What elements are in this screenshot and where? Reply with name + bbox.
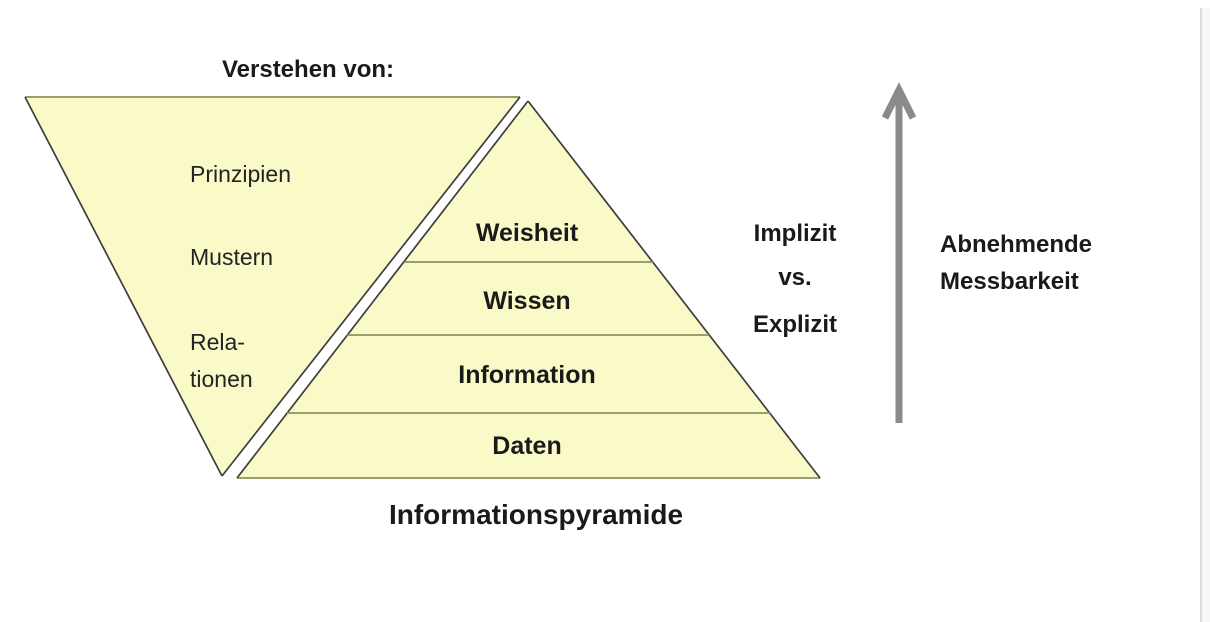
arrow-up-icon [881,82,917,423]
page-edge-divider [1200,8,1210,622]
funnel-item-relationen-line1: Rela- [190,329,245,355]
information-pyramid-shape [236,100,821,479]
funnel-item-prinzipien: Prinzipien [190,161,291,187]
funnel-item-relationen-line2: tionen [190,366,253,392]
pyramid-caption: Informationspyramide [388,499,684,530]
contrast-label-explizit: Explizit [752,311,837,338]
arrow-label-line1: Abnehmende [940,231,1093,258]
funnel-item-mustern: Mustern [190,244,274,270]
contrast-label-vs: vs. [778,264,812,291]
pyramid-level-daten: Daten [492,432,562,460]
arrow-label-line2: Messbarkeit [940,268,1079,295]
pyramid-level-wissen: Wissen [483,287,571,315]
pyramid-level-weisheit: Weisheit [475,219,579,247]
understanding-funnel-shape [24,96,521,477]
contrast-label-implizit: Implizit [753,220,837,247]
funnel-title: Verstehen von: [221,56,395,83]
pyramid-level-information: Information [458,361,596,389]
